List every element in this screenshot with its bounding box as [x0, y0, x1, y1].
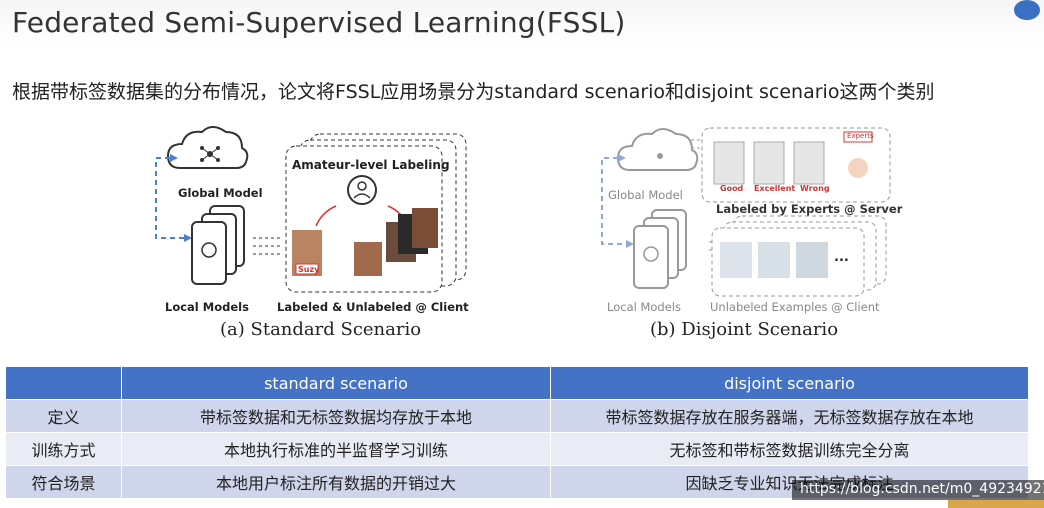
table-header-cell: [5, 366, 122, 400]
table-row: 定义 带标签数据和无标签数据均存放于本地 带标签数据存放在服务器端，无标签数据存…: [5, 399, 1029, 433]
experts-tag: Experts: [847, 132, 874, 140]
scenario-diagram: [155, 126, 891, 297]
client-label: Labeled & Unlabeled @ Client: [277, 300, 469, 314]
table-header-cell: disjoint scenario: [550, 366, 1029, 400]
table-cell: 因缺乏专业知识无法完成标注: [550, 465, 1029, 499]
user-avatar-icon[interactable]: [1014, 0, 1040, 20]
cloud-icon: [166, 126, 249, 169]
phone-icon: [191, 205, 245, 285]
standard-scenario-caption: (a) Standard Scenario: [220, 319, 422, 340]
row-header: 训练方式: [5, 432, 122, 466]
watermark-strip: [948, 500, 1044, 508]
phone-icon-gray: [633, 209, 687, 289]
slide-subtitle: 根据带标签数据集的分布情况，论文将FSSL应用场景分为standard scen…: [12, 81, 935, 103]
scenario-figure: Global Model Local Models Amateur-level …: [140, 118, 903, 350]
cloud-icon-gray: [616, 128, 699, 171]
title-bar: [0, 0, 1044, 46]
ellipsis: ...: [834, 250, 849, 265]
suzy-tag: Suzy: [298, 265, 320, 274]
unlabeled-client-label: Unlabeled Examples @ Client: [710, 300, 880, 314]
table-row: 训练方式 本地执行标准的半监督学习训练 无标签和带标签数据训练完全分离: [5, 432, 1029, 466]
local-models-label: Local Models: [165, 300, 249, 314]
wrong-tag: Wrong: [800, 184, 830, 193]
table-cell: 本地用户标注所有数据的开销过大: [121, 465, 551, 499]
disjoint-scenario-caption: (b) Disjoint Scenario: [650, 319, 839, 340]
table-cell: 无标签和带标签数据训练完全分离: [550, 432, 1029, 466]
comparison-table: standard scenario disjoint scenario 定义 带…: [5, 366, 1029, 499]
row-header: 符合场景: [5, 465, 122, 499]
global-model-label: Global Model: [178, 186, 263, 200]
good-tag: Good: [720, 184, 744, 193]
table-header-cell: standard scenario: [121, 366, 551, 400]
global-model-label-gray: Global Model: [608, 188, 683, 202]
table-row: 符合场景 本地用户标注所有数据的开销过大 因缺乏专业知识无法完成标注: [5, 465, 1029, 499]
table-cell: 带标签数据存放在服务器端，无标签数据存放在本地: [550, 399, 1029, 433]
watermark-text: https://blog.csdn.net/m0_49234921: [800, 481, 1044, 497]
table-header-row: standard scenario disjoint scenario: [5, 366, 1029, 400]
excellent-tag: Excellent: [754, 184, 796, 193]
slide-title: Federated Semi-Supervised Learning(FSSL): [12, 6, 626, 39]
row-header: 定义: [5, 399, 122, 433]
watermark-bar: [792, 480, 1044, 500]
local-models-label-gray: Local Models: [607, 300, 681, 314]
table-cell: 带标签数据和无标签数据均存放于本地: [121, 399, 551, 433]
amateur-labeling-label: Amateur-level Labeling: [292, 158, 450, 172]
table-cell: 本地执行标准的半监督学习训练: [121, 432, 551, 466]
server-label: Labeled by Experts @ Server: [716, 202, 903, 216]
